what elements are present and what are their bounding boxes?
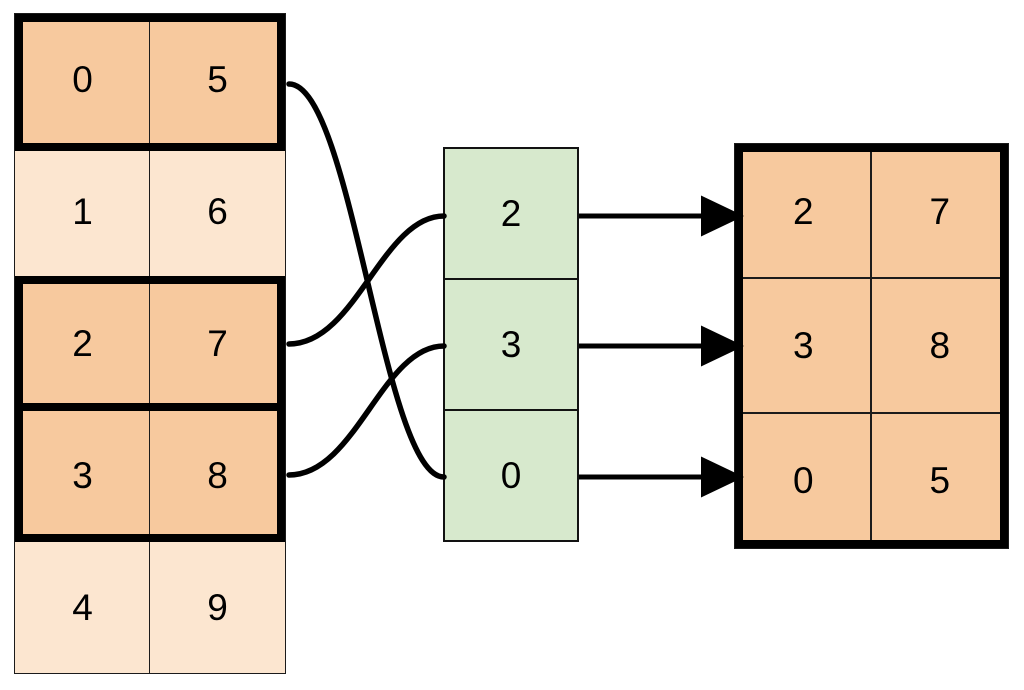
link-row-2-to-index-0 [286, 213, 447, 347]
source-cell-r0c1: 5 [149, 13, 286, 147]
result-cell-r0c1: 7 [870, 142, 1010, 280]
index-cell-2: 0 [442, 408, 580, 543]
index-column: 2 3 0 [442, 146, 580, 543]
source-table: 0 5 1 6 2 7 3 8 4 9 [14, 13, 286, 674]
source-cell-r3c1: 8 [149, 408, 286, 542]
source-cell-r4c1: 9 [149, 540, 286, 674]
index-cell-0: 2 [442, 146, 580, 281]
link-row-0-to-index-2 [286, 81, 447, 480]
source-cell-r4c0: 4 [14, 540, 151, 674]
index-cell-1: 3 [442, 277, 580, 412]
result-cell-r2c1: 5 [870, 412, 1010, 550]
source-cell-r3c0: 3 [14, 408, 151, 542]
result-cell-r2c0: 0 [733, 412, 873, 550]
source-cell-r2c1: 7 [149, 276, 286, 411]
result-cell-r1c1: 8 [870, 277, 1010, 415]
source-cell-r1c0: 1 [14, 145, 151, 279]
result-cell-r0c0: 2 [733, 142, 873, 280]
source-cell-r2c0: 2 [14, 276, 151, 411]
result-table: 2 7 3 8 0 5 [733, 142, 1010, 550]
link-row-3-to-index-1 [286, 343, 447, 478]
source-cell-r0c0: 0 [14, 13, 151, 147]
source-cell-r1c1: 6 [149, 145, 286, 279]
result-cell-r1c0: 3 [733, 277, 873, 415]
